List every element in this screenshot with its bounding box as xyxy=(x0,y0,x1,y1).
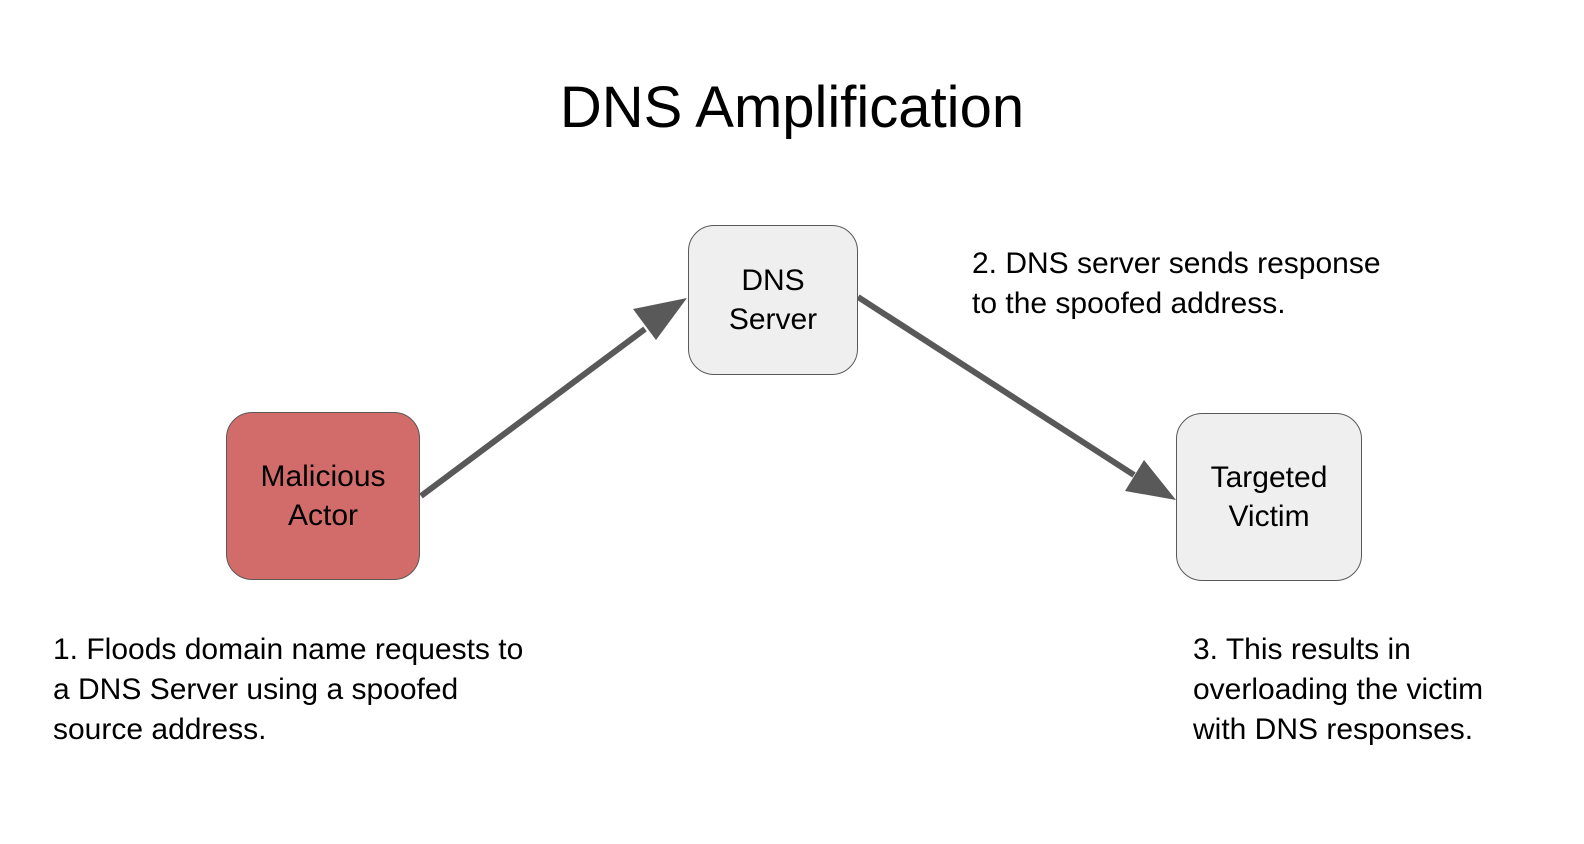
targeted-victim-node: Targeted Victim xyxy=(1176,413,1362,581)
dns-server-label-line1: DNS xyxy=(741,264,805,297)
step-3-note-line: overloading the victim xyxy=(1193,673,1484,706)
arrow-dns-server-to-victim-line xyxy=(856,294,1136,478)
malicious-actor-label-line1: Malicious xyxy=(260,460,386,493)
diagram-title: DNS Amplification xyxy=(559,75,1025,140)
step-3-note-line: with DNS responses. xyxy=(1193,713,1474,746)
step-1-note-line: a DNS Server using a spoofed xyxy=(53,673,459,706)
step-1-note: 1. Floods domain name requests to a DNS … xyxy=(53,630,523,750)
dns-server-label-line2: Server xyxy=(728,303,818,336)
step-2-note: 2. DNS server sends response to the spoo… xyxy=(972,244,1381,324)
arrow-actor-to-dns-server xyxy=(419,298,687,499)
arrow-actor-to-dns-server-head xyxy=(633,298,687,340)
malicious-actor-node: Malicious Actor xyxy=(226,412,420,580)
step-1-note-line: source address. xyxy=(53,713,267,746)
dns-server-node: DNS Server xyxy=(688,225,858,375)
step-1-note-line: 1. Floods domain name requests to xyxy=(53,633,524,666)
step-3-note-line: 3. This results in xyxy=(1193,633,1411,666)
malicious-actor-label-line2: Actor xyxy=(287,499,359,532)
arrow-dns-server-to-victim xyxy=(856,294,1176,500)
step-2-note-line: to the spoofed address. xyxy=(972,287,1286,320)
arrow-actor-to-dns-server-line xyxy=(419,326,647,499)
step-3-note: 3. This results in overloading the victi… xyxy=(1193,630,1483,750)
step-2-note-line: 2. DNS server sends response xyxy=(972,247,1381,280)
arrow-dns-server-to-victim-head xyxy=(1125,460,1176,500)
targeted-victim-label-line1: Targeted xyxy=(1210,461,1328,494)
targeted-victim-label-line2: Victim xyxy=(1228,500,1310,533)
